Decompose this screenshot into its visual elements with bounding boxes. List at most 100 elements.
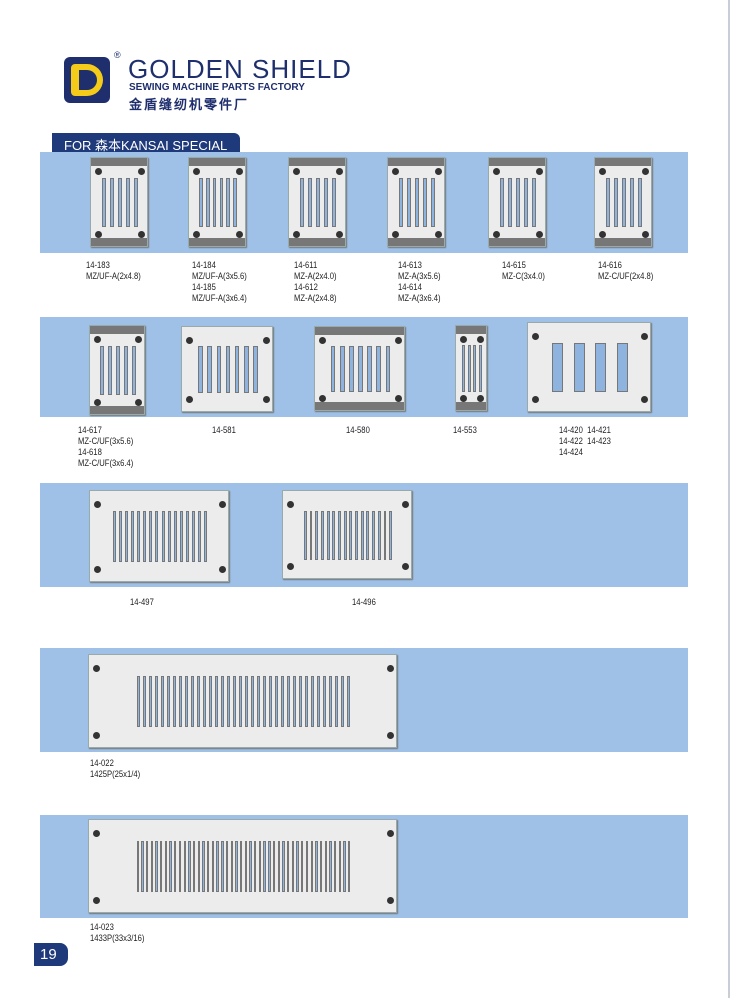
feed-slot bbox=[142, 675, 146, 728]
product-label: 14-580 bbox=[346, 425, 370, 435]
feed-slot bbox=[149, 511, 153, 562]
product-label: 14-023 1433P(33x3/16) bbox=[90, 922, 145, 943]
product-label: 14-420 14-421 14-422 14-423 14-424 bbox=[559, 425, 611, 457]
feed-slot bbox=[245, 675, 248, 728]
product-label: 14-611 MZ-A(2x4.0) 14-612 MZ-A(2x4.8) bbox=[294, 260, 337, 303]
feed-slot bbox=[137, 511, 141, 562]
feed-slot bbox=[299, 675, 303, 728]
feed-slot bbox=[296, 840, 299, 893]
feed-slot bbox=[230, 840, 233, 893]
feed-slot bbox=[358, 345, 363, 393]
screw-hole bbox=[395, 337, 402, 344]
feed-slot bbox=[124, 511, 128, 562]
feed-slot bbox=[467, 344, 471, 393]
brand-chinese: 金盾缝纫机零件厂 bbox=[129, 97, 250, 112]
feed-slot bbox=[118, 511, 122, 562]
feed-slot bbox=[332, 177, 337, 228]
screw-hole bbox=[532, 396, 539, 403]
feed-slot bbox=[347, 675, 351, 728]
screw-hole bbox=[219, 501, 226, 508]
feed-slot bbox=[532, 177, 537, 228]
feed-slot bbox=[367, 345, 372, 393]
feed-slot bbox=[263, 840, 266, 893]
feed-slot bbox=[173, 511, 177, 562]
screw-hole bbox=[319, 337, 326, 344]
feed-slot bbox=[251, 675, 254, 728]
feed-slot bbox=[221, 840, 224, 893]
feed-slot bbox=[309, 510, 313, 560]
feed-slot bbox=[360, 510, 364, 560]
feed-slot bbox=[211, 840, 215, 893]
screw-hole bbox=[387, 830, 394, 837]
feed-slot bbox=[605, 177, 610, 228]
feed-slot bbox=[293, 675, 297, 728]
feed-slot bbox=[307, 177, 312, 228]
feed-slot bbox=[198, 345, 203, 394]
feed-slot bbox=[377, 510, 381, 560]
feed-slot bbox=[148, 675, 152, 728]
feed-slot bbox=[573, 342, 585, 393]
screw-hole bbox=[94, 399, 101, 406]
page-number: 19 bbox=[34, 943, 68, 966]
throat-plate-image bbox=[90, 157, 148, 247]
feed-slot bbox=[595, 342, 607, 393]
feed-slot bbox=[254, 840, 257, 893]
screw-hole bbox=[287, 563, 294, 570]
feed-slot bbox=[385, 345, 391, 393]
feed-slot bbox=[349, 345, 354, 393]
product-label: 14-581 bbox=[212, 425, 236, 435]
screw-hole bbox=[135, 399, 142, 406]
feed-slot bbox=[130, 511, 134, 562]
feed-slot bbox=[154, 675, 158, 728]
feed-slot bbox=[269, 675, 273, 728]
feed-slot bbox=[161, 511, 165, 562]
feed-slot bbox=[190, 675, 194, 728]
feed-slot bbox=[315, 840, 318, 893]
feed-slot bbox=[305, 675, 309, 728]
feed-slot bbox=[172, 675, 176, 728]
feed-slot bbox=[355, 510, 358, 560]
screw-hole bbox=[435, 231, 442, 238]
screw-hole bbox=[236, 231, 243, 238]
throat-plate-image bbox=[387, 157, 445, 247]
product-label: 14-613 MZ-A(3x5.6) 14-614 MZ-A(3x6.4) bbox=[398, 260, 441, 303]
registered-mark: ® bbox=[114, 50, 121, 60]
feed-slot bbox=[286, 840, 290, 893]
throat-plate-image bbox=[88, 654, 397, 748]
feed-slot bbox=[136, 840, 139, 893]
product-label: 14-615 MZ-C(3x4.0) bbox=[502, 260, 545, 281]
screw-hole bbox=[93, 830, 100, 837]
feed-slot bbox=[234, 345, 240, 394]
feed-slot bbox=[329, 840, 332, 893]
feed-slot bbox=[134, 177, 139, 228]
feed-slot bbox=[212, 177, 217, 228]
feed-slot bbox=[169, 840, 172, 893]
feed-slot bbox=[263, 675, 267, 728]
feed-slot bbox=[136, 675, 140, 728]
feed-slot bbox=[244, 345, 249, 394]
throat-plate-image bbox=[188, 157, 246, 247]
screw-hole bbox=[93, 897, 100, 904]
feed-slot bbox=[160, 675, 164, 728]
screw-hole bbox=[395, 395, 402, 402]
screw-hole bbox=[536, 231, 543, 238]
feed-slot bbox=[343, 510, 347, 560]
feed-slot bbox=[282, 840, 285, 893]
screw-hole bbox=[186, 337, 193, 344]
feed-slot bbox=[199, 177, 203, 228]
screw-hole bbox=[599, 231, 606, 238]
feed-slot bbox=[389, 510, 393, 560]
brand-name: GOLDEN SHIELD bbox=[128, 54, 352, 84]
product-label: 14-183 MZ/UF-A(2x4.8) bbox=[86, 260, 141, 281]
throat-plate-image bbox=[314, 326, 405, 411]
feed-slot bbox=[473, 344, 477, 393]
screw-hole bbox=[642, 168, 649, 175]
feed-slot bbox=[239, 840, 243, 893]
screw-hole bbox=[94, 501, 101, 508]
feed-slot bbox=[340, 345, 345, 393]
feed-slot bbox=[303, 510, 307, 560]
throat-plate-image bbox=[282, 490, 412, 579]
section-title: FOR 森本KANSAI SPECIAL bbox=[52, 133, 240, 153]
feed-slot bbox=[192, 840, 196, 893]
feed-slot bbox=[320, 510, 324, 560]
